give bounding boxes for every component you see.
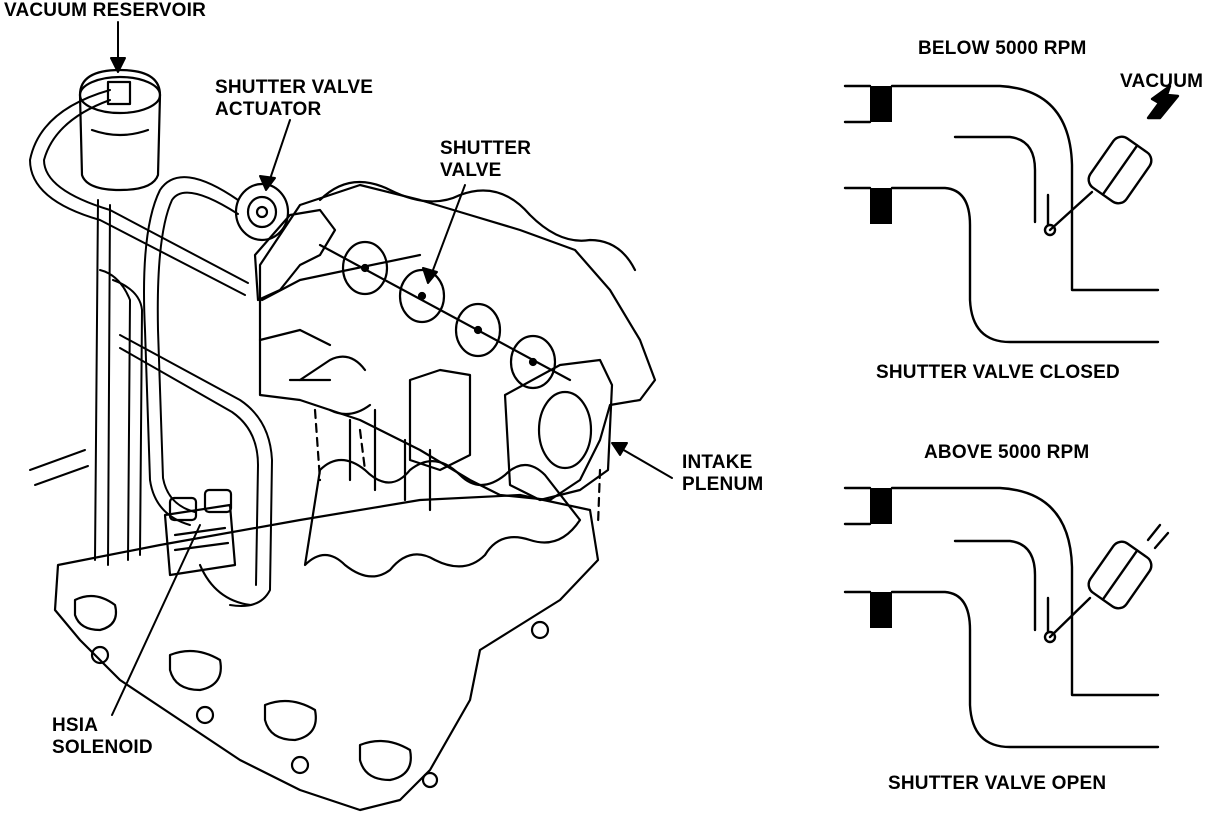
- intake-manifold-drawing: [29, 68, 657, 812]
- hsia-solenoid: [163, 488, 252, 607]
- pointer-hsia-solenoid: [111, 524, 201, 716]
- port-block: [870, 86, 892, 122]
- bolt-hole: [90, 645, 110, 665]
- pointer-intake-plenum: [614, 444, 673, 479]
- shutter-plate: [341, 240, 389, 296]
- vacuum-hoses: [29, 89, 273, 607]
- bolt-hole: [290, 755, 310, 775]
- hose-stub: [29, 449, 89, 486]
- hose-vertical: [94, 199, 111, 566]
- actuator-diaphragm: [1087, 540, 1153, 610]
- upper-plenum-body: [258, 183, 657, 502]
- inner-passage-wall: [953, 135, 1037, 224]
- shutter-plate: [509, 334, 557, 390]
- open-valve-schematic: [843, 486, 1170, 749]
- flange-port: [168, 649, 222, 692]
- label-line: SHUTTER VALVE: [215, 77, 374, 98]
- label-intake-plenum: INTAKE PLENUM: [682, 452, 763, 496]
- label-shutter-valve-actuator: SHUTTER VALVE ACTUATOR: [215, 77, 373, 121]
- throttle-bore: [537, 390, 593, 470]
- hose-plenum-to-solenoid: [119, 334, 273, 607]
- outer-passage-top: [843, 486, 1160, 697]
- vacuum-arrow: [1146, 84, 1180, 120]
- label-line: PLENUM: [682, 474, 764, 495]
- label-hsia-solenoid: HSIA SOLENOID: [52, 715, 153, 759]
- flange-port: [263, 699, 317, 742]
- label-line: SOLENOID: [52, 737, 153, 758]
- vacuum-port-stub: [1146, 523, 1170, 550]
- hidden-edges: [313, 408, 602, 527]
- runner-tube: [348, 408, 432, 512]
- lower-manifold-flange: [53, 493, 600, 812]
- pointer-arrowhead: [110, 57, 126, 73]
- shutter-valve-plates: [318, 240, 572, 390]
- inner-passage-wall: [953, 539, 1037, 632]
- bolt-hole: [530, 620, 550, 640]
- shutter-pivot: [360, 263, 370, 273]
- bolt-hole: [195, 705, 215, 725]
- label-shutter-valve: SHUTTER VALVE: [440, 138, 531, 182]
- label-line: VALVE: [440, 160, 502, 181]
- shutter-pivot: [473, 325, 483, 335]
- label-line: INTAKE: [682, 452, 753, 473]
- shutter-pivot: [528, 357, 538, 367]
- shutter-plate: [454, 302, 502, 358]
- hose-actuator-to-solenoid: [143, 176, 239, 526]
- actuator-diaphragm: [1087, 135, 1153, 205]
- port-block: [870, 592, 892, 628]
- actuator-bracket: [253, 208, 337, 302]
- flange-port: [73, 594, 118, 632]
- label-vacuum-reservoir: VACUUM RESERVOIR: [4, 0, 207, 21]
- outer-passage-lower: [843, 120, 1160, 344]
- pointer-arrowhead: [611, 442, 628, 456]
- caption-shutter-valve-open: SHUTTER VALVE OPEN: [888, 773, 1107, 794]
- shutter-pivot: [417, 291, 427, 301]
- plenum-edge: [258, 253, 422, 382]
- actuator-rod: [1048, 190, 1094, 232]
- intake-runners: [303, 458, 582, 578]
- hose-reservoir-down: [99, 269, 143, 561]
- outer-passage-lower: [843, 522, 1160, 749]
- hose-reservoir-to-solenoid: [29, 89, 249, 296]
- label-line: SHUTTER: [440, 138, 532, 159]
- closed-valve-schematic: [843, 84, 1180, 344]
- caption-shutter-valve-closed: SHUTTER VALVE CLOSED: [876, 362, 1120, 383]
- actuator-rod: [1048, 596, 1092, 639]
- plenum-ribs: [288, 328, 372, 416]
- pointer-arrowhead: [422, 267, 438, 284]
- flange-port: [358, 739, 412, 782]
- shutter-valve-actuator: [234, 182, 290, 242]
- throttle-body-side: [408, 368, 472, 472]
- port-block: [870, 188, 892, 224]
- heading-above-5000-rpm: ABOVE 5000 RPM: [924, 442, 1090, 463]
- label-line: HSIA: [52, 715, 99, 736]
- label-vacuum: VACUUM: [1120, 71, 1204, 92]
- port-block: [870, 488, 892, 524]
- pointer-arrowhead: [259, 175, 276, 191]
- pointer-shutter-valve: [429, 184, 466, 279]
- label-pointers: [110, 21, 673, 716]
- plenum-top-ribs: [318, 180, 637, 272]
- bolt-hole: [421, 771, 439, 789]
- shutter-plate: [398, 268, 446, 324]
- heading-below-5000-rpm: BELOW 5000 RPM: [918, 38, 1087, 59]
- throttle-flange: [503, 358, 614, 502]
- label-line: ACTUATOR: [215, 99, 322, 120]
- pointer-shutter-valve-actuator: [267, 119, 291, 186]
- outer-passage-top: [843, 84, 1160, 292]
- vacuum-reservoir: [78, 68, 162, 192]
